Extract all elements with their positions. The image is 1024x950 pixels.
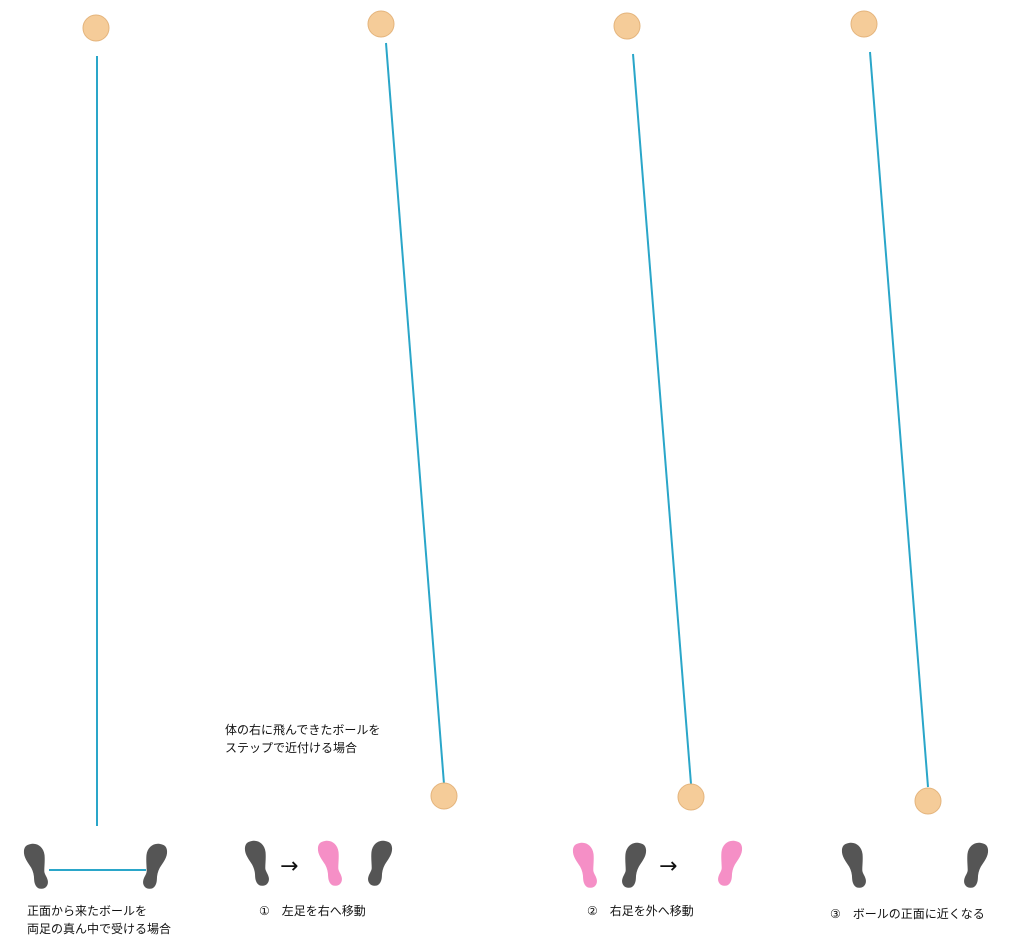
panel-2-note-line-2: ステップで近付ける場合	[225, 741, 358, 755]
panel-2-note: 体の右に飛んできたボールを ステップで近付ける場合	[225, 721, 380, 757]
foot-left-4	[840, 840, 871, 891]
foot-left-moved-2	[316, 838, 347, 889]
foot-right-4	[959, 840, 990, 891]
foot-left-2	[243, 838, 274, 889]
foot-right-moved-3	[713, 838, 744, 889]
panel-3-caption: ② 右足を外へ移動	[587, 902, 694, 920]
panel-1-caption-line-1: 正面から来たボールを	[27, 904, 148, 918]
panel-4-caption-line-1: ③ ボールの正面に近くなる	[830, 907, 985, 921]
foot-right-2	[363, 838, 394, 889]
trajectory-line-2	[385, 42, 445, 785]
ball-start-3	[613, 12, 641, 40]
ball-arrival-2	[430, 782, 458, 810]
ball-arrival-4	[914, 787, 942, 815]
panel-1-caption: 正面から来たボールを 両足の真ん中で受ける場合	[27, 902, 171, 938]
panel-2-caption: ① 左足を右へ移動	[259, 902, 366, 920]
panel-2-caption-line-1: ① 左足を右へ移動	[259, 904, 366, 918]
ball-start-1	[82, 14, 110, 42]
ball-arrival-3	[677, 783, 705, 811]
trajectory-line-4	[869, 51, 929, 788]
foot-right-3	[617, 840, 648, 891]
arrow-symbol-2: →	[280, 854, 298, 879]
ball-start-4	[850, 10, 878, 38]
trajectory-line-3	[632, 53, 692, 785]
panel-2-note-line-1: 体の右に飛んできたボールを	[225, 723, 381, 737]
panel-3-caption-line-1: ② 右足を外へ移動	[587, 904, 694, 918]
panel-4-caption: ③ ボールの正面に近くなる	[830, 905, 985, 923]
foot-left-1	[22, 841, 53, 892]
foot-left-moved-3	[571, 840, 602, 891]
foot-right-1	[138, 841, 169, 892]
panel-1-caption-line-2: 両足の真ん中で受ける場合	[27, 922, 172, 936]
arrow-symbol-3: →	[659, 854, 677, 879]
ball-start-2	[367, 10, 395, 38]
